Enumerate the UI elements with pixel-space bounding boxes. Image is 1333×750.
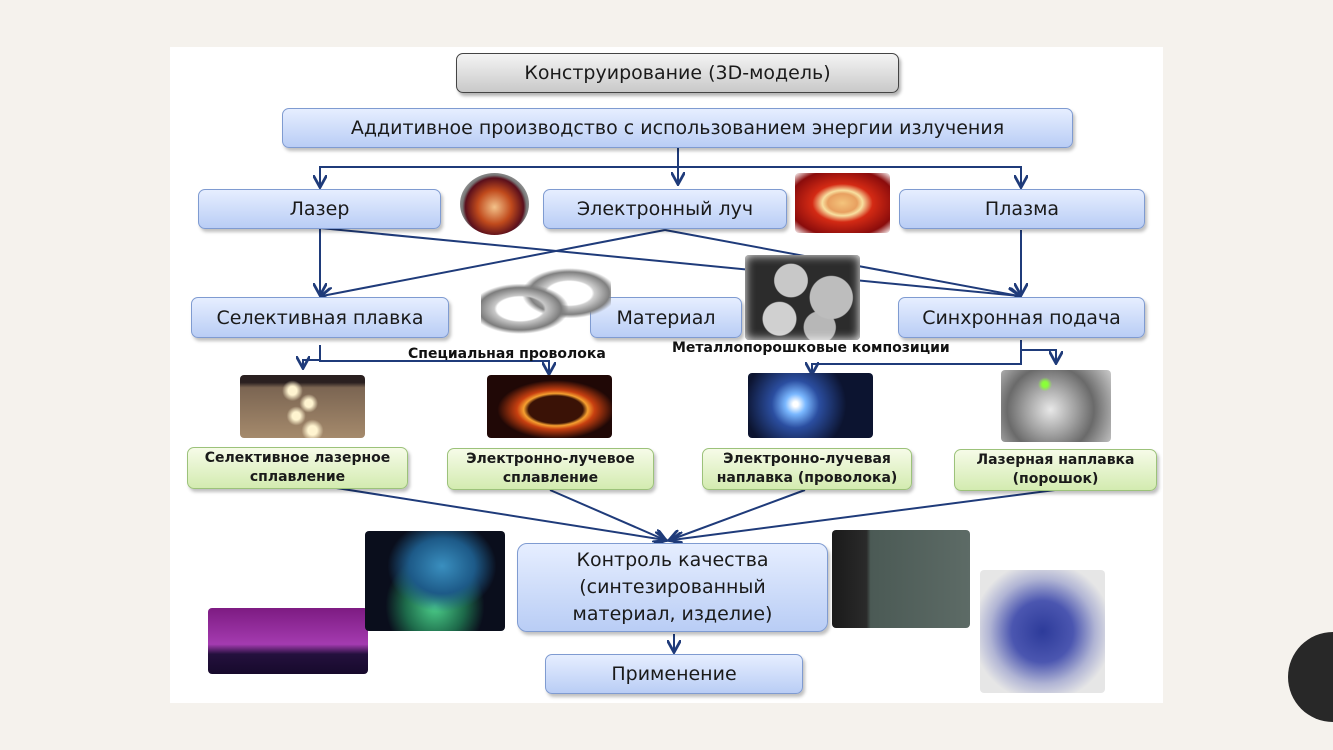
laser-label: Лазер (289, 198, 350, 220)
powder-deposition-box[interactable]: Лазерная наплавка (порошок) (954, 449, 1157, 491)
selective-melting-label: Селективная плавка (216, 306, 424, 329)
powder-deposition-line2: (порошок) (1012, 471, 1099, 487)
plasma-label: Плазма (984, 198, 1060, 220)
metal-powder-label: Металлопорошковые композиции (672, 340, 950, 356)
wire-coils-photo (481, 262, 611, 340)
wire-deposition-line1: Электронно-лучевая (723, 451, 891, 467)
ebm-line2: сплавление (502, 470, 599, 486)
arrow-selective-to-ebm (319, 350, 549, 373)
special-wire-label: Специальная проволока (408, 346, 606, 362)
arrow-sync-to-wire (812, 340, 1022, 373)
electron-beam-box[interactable]: Электронный луч (543, 189, 787, 229)
material-box[interactable]: Материал (590, 297, 742, 338)
fluorescent-part-photo (365, 531, 505, 631)
wire-deposition-line2: наплавка (проволока) (716, 470, 898, 486)
additive-manufacturing-box[interactable]: Аддитивное производство с использованием… (282, 108, 1073, 148)
ebm-line1: Электронно-лучевое (466, 451, 635, 467)
laser-box[interactable]: Лазер (198, 189, 441, 229)
design-label: Конструирование (3D-модель) (524, 62, 831, 84)
material-label: Материал (616, 306, 716, 329)
quality-line3: материал, изделие) (572, 603, 773, 625)
wire-deposition-photo (748, 373, 873, 438)
testing-machine-photo (832, 530, 970, 628)
laser-cladding-photo (1001, 370, 1111, 442)
quality-control-box[interactable]: Контроль качества (синтезированный матер… (517, 543, 828, 632)
arrow-sync-to-powder (1021, 349, 1056, 362)
electron-beam-label: Электронный луч (576, 198, 754, 220)
additive-manufacturing-label: Аддитивное производство с использованием… (350, 117, 1005, 139)
arrow-wire-to-quality (670, 489, 806, 540)
ct-tomography-photo (980, 570, 1105, 693)
selective-laser-melting-photo (240, 375, 365, 438)
quality-line2: (синтезированный (579, 576, 766, 598)
arrow-main-to-plasma (678, 166, 1021, 186)
fluorescent-sample-photo (208, 608, 368, 674)
slm-line2: сплавление (249, 469, 346, 485)
powder-deposition-line1: Лазерная наплавка (976, 452, 1135, 468)
design-box[interactable]: Конструирование (3D-модель) (456, 53, 899, 93)
quality-line1: Контроль качества (576, 549, 769, 571)
arrow-main-to-laser (320, 166, 678, 186)
arrow-selective-to-slm (303, 345, 321, 367)
arrow-powder-to-quality (672, 489, 1056, 540)
selective-melting-box[interactable]: Селективная плавка (191, 297, 449, 338)
plasma-box[interactable]: Плазма (899, 189, 1145, 229)
synchronous-feed-label: Синхронная подача (922, 306, 1121, 329)
slm-line1: Селективное лазерное (204, 450, 391, 466)
ebm-process-box[interactable]: Электронно-лучевое сплавление (447, 448, 654, 490)
arrow-laser-to-sync (319, 227, 1019, 296)
application-box[interactable]: Применение (545, 654, 803, 694)
wire-deposition-box[interactable]: Электронно-лучевая наплавка (проволока) (702, 448, 912, 490)
arrow-slm-to-quality (304, 482, 665, 540)
slm-process-box[interactable]: Селективное лазерное сплавление (187, 447, 408, 489)
electron-beam-photo (795, 173, 890, 233)
metal-powder-sem-photo (745, 255, 860, 340)
synchronous-feed-box[interactable]: Синхронная подача (898, 297, 1145, 338)
application-label: Применение (611, 663, 737, 685)
arrow-ebm-to-quality (549, 489, 665, 540)
laser-beam-photo (460, 173, 529, 235)
electron-beam-melting-photo (487, 375, 612, 438)
